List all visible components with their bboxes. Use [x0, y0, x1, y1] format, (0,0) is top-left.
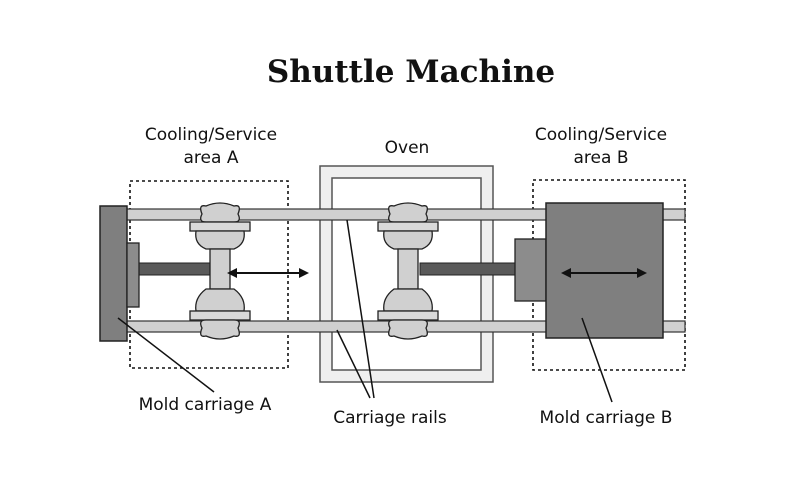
- leader-line-mold-carriage-b: [581, 317, 613, 403]
- leader-line-mold-carriage-a: [117, 317, 215, 393]
- oven-label: Oven: [385, 138, 430, 158]
- mold-carriage-a-label: Mold carriage A: [139, 395, 272, 415]
- diagram-title: Shuttle Machine: [267, 54, 555, 90]
- mold-carriage-a: [99, 205, 140, 342]
- leader-line-rail-bottom: [336, 329, 371, 399]
- rod-a: [137, 262, 217, 276]
- rod-b: [419, 262, 516, 276]
- area-a-label-line1: Cooling/Service: [145, 125, 277, 145]
- carriage-assembly-b: [377, 202, 439, 340]
- mold-carriage-b-label: Mold carriage B: [540, 408, 673, 428]
- area-b-label-line1: Cooling/Service: [535, 125, 667, 145]
- carriage-assembly-a: [189, 202, 251, 340]
- area-b-label-line2: area B: [574, 148, 629, 168]
- carriage-rails-label: Carriage rails: [333, 408, 447, 428]
- mold-carriage-b: [514, 202, 664, 339]
- area-a-label-line2: area A: [184, 148, 239, 168]
- leader-line-rail-top: [346, 219, 375, 399]
